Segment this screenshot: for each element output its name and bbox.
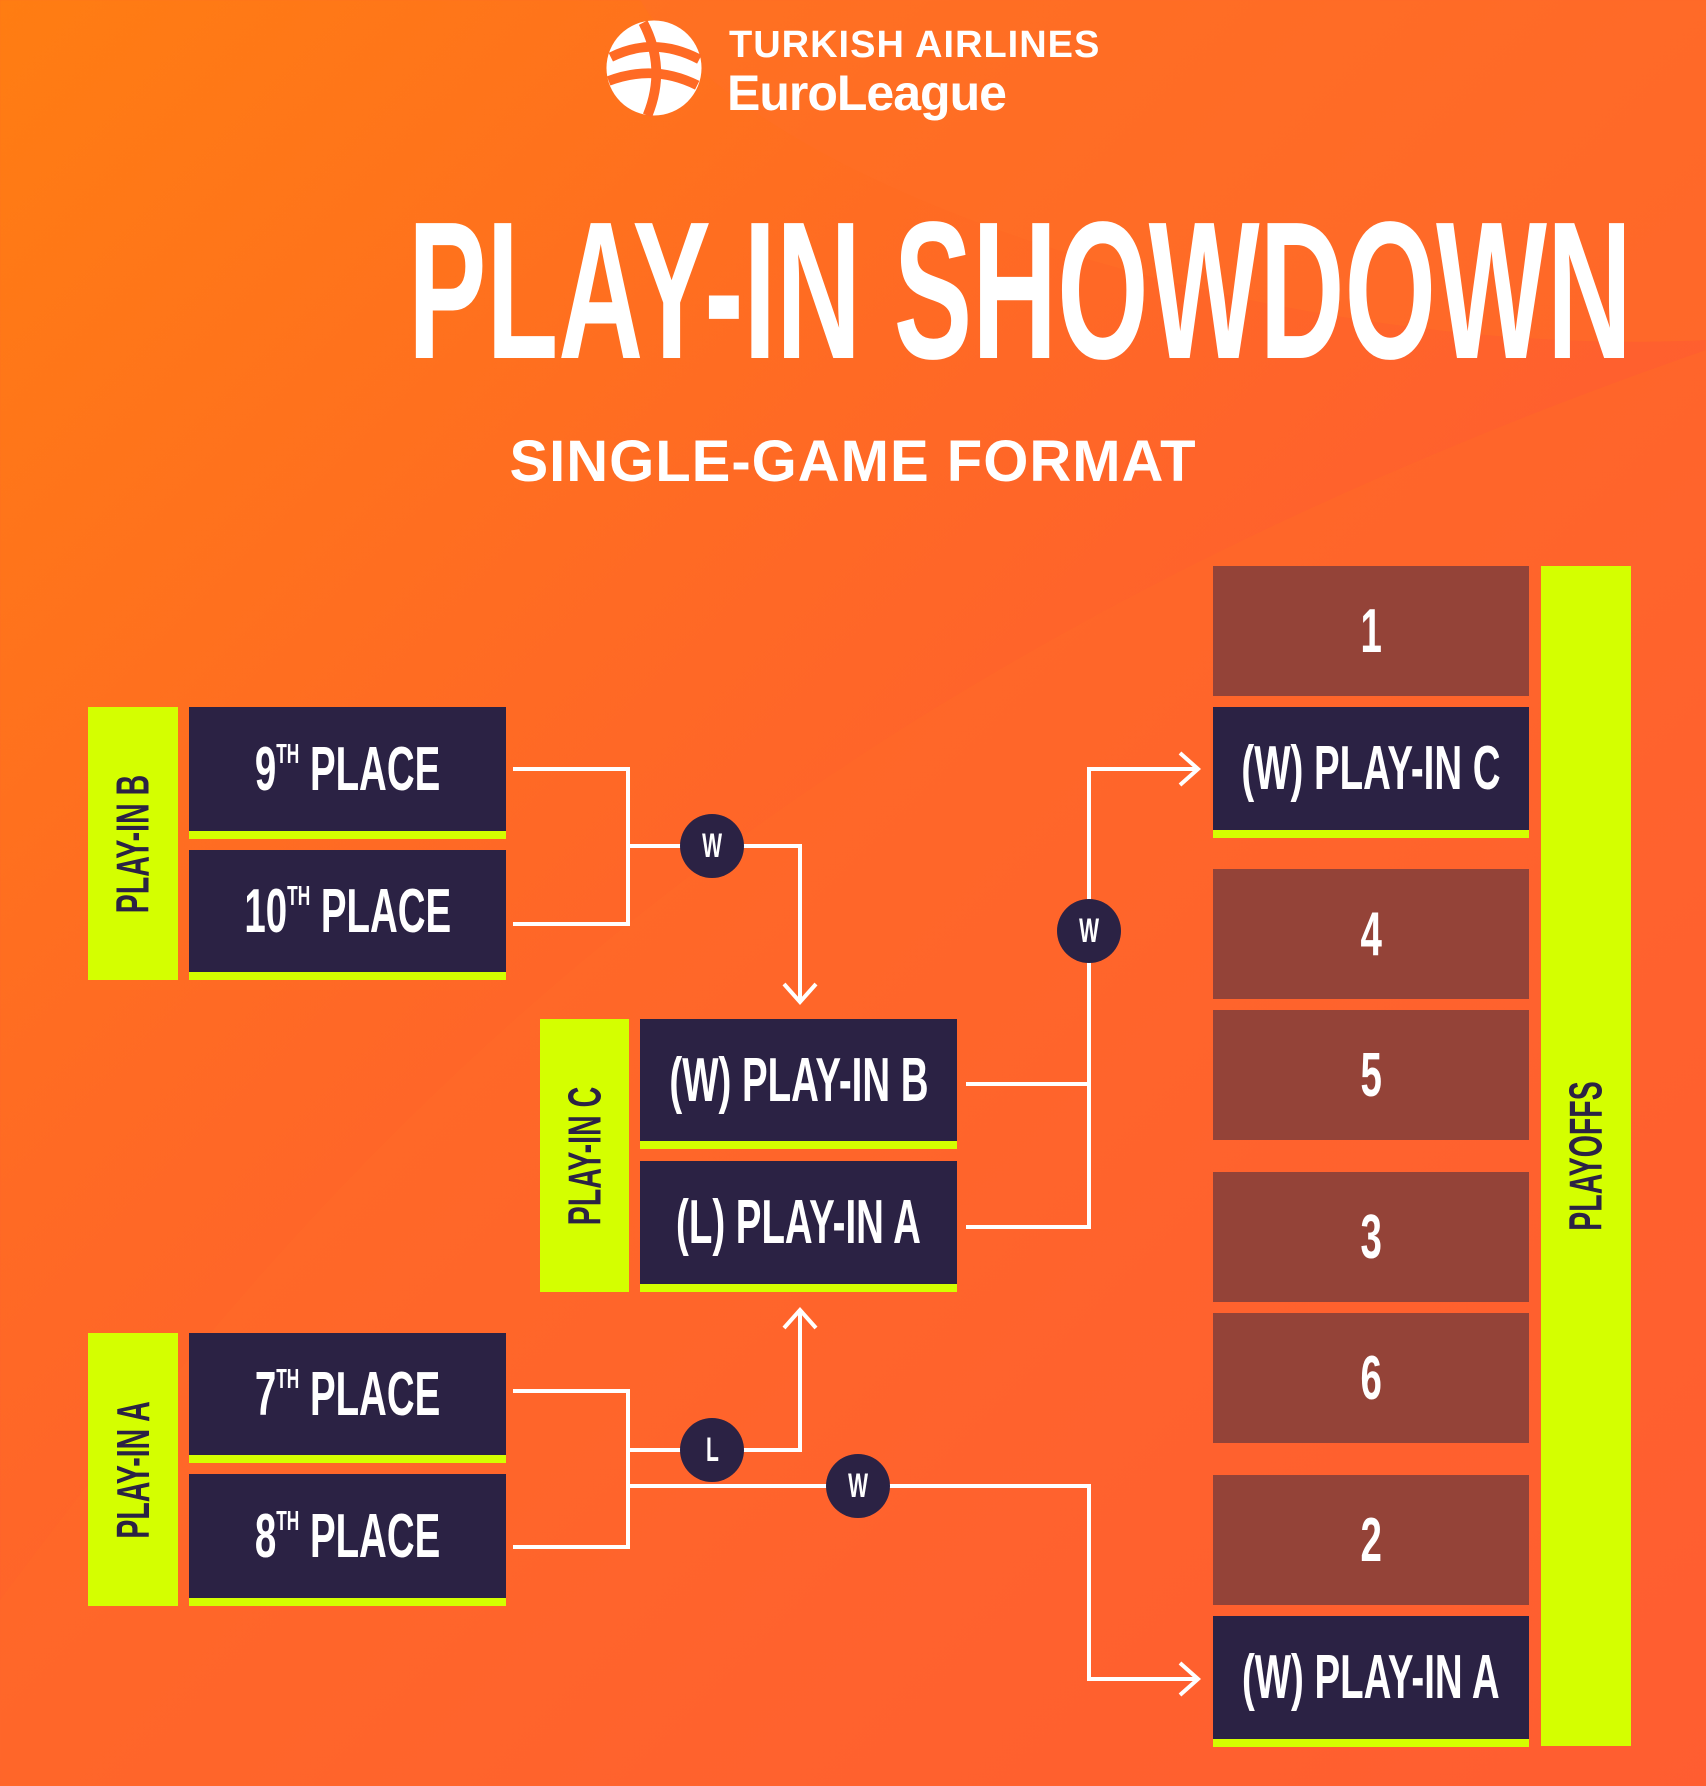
winner-badge-a: W [826, 1454, 890, 1518]
arrow-down-icon [782, 982, 818, 1006]
playoff-seed-5: 5 [1213, 1010, 1529, 1140]
team-10th-place: 10TH PLACE [189, 850, 506, 980]
arrow-right-icon [1178, 751, 1202, 787]
playoffs-label: PLAYOFFS [1541, 566, 1631, 1746]
winner-badge-c: W [1057, 899, 1121, 963]
team-loser-play-in-a: (L) PLAY-IN A [640, 1161, 957, 1292]
line-play-in-b [513, 767, 802, 1000]
team-7th-place: 7TH PLACE [189, 1333, 506, 1463]
line-play-in-c [966, 767, 1196, 1229]
playoff-seed-3: 3 [1213, 1172, 1529, 1302]
team-8th-place: 8TH PLACE [189, 1474, 506, 1606]
playoff-winner-play-in-c: (W) PLAY-IN C [1213, 707, 1529, 838]
team-winner-play-in-b: (W) PLAY-IN B [640, 1019, 957, 1149]
playoff-seed-4: 4 [1213, 869, 1529, 999]
team-9th-place: 9TH PLACE [189, 707, 506, 839]
page-subtitle: SINGLE-GAME FORMAT [509, 429, 1197, 494]
basketball-logo-icon [606, 20, 702, 118]
playoff-seed-1: 1 [1213, 566, 1529, 696]
play-in-a-label: PLAY-IN A [88, 1333, 178, 1606]
page-title: PLAY-IN SHOWDOWN [407, 181, 1632, 400]
logo-line2: EuroLeague [727, 65, 1007, 121]
playoff-seed-6: 6 [1213, 1313, 1529, 1443]
logo-line1: TURKISH AIRLINES [729, 24, 1101, 66]
arrow-right-icon [1178, 1661, 1202, 1697]
euroleague-logo: TURKISH AIRLINES EuroLeague [600, 14, 1120, 126]
loser-badge-a: L [680, 1418, 744, 1482]
play-in-b-label: PLAY-IN B [88, 707, 178, 980]
play-in-c-label: PLAY-IN C [540, 1019, 629, 1292]
winner-badge-b: W [680, 814, 744, 878]
arrow-up-icon [782, 1306, 818, 1330]
playoff-winner-play-in-a: (W) PLAY-IN A [1213, 1616, 1529, 1747]
playoff-seed-2: 2 [1213, 1475, 1529, 1605]
